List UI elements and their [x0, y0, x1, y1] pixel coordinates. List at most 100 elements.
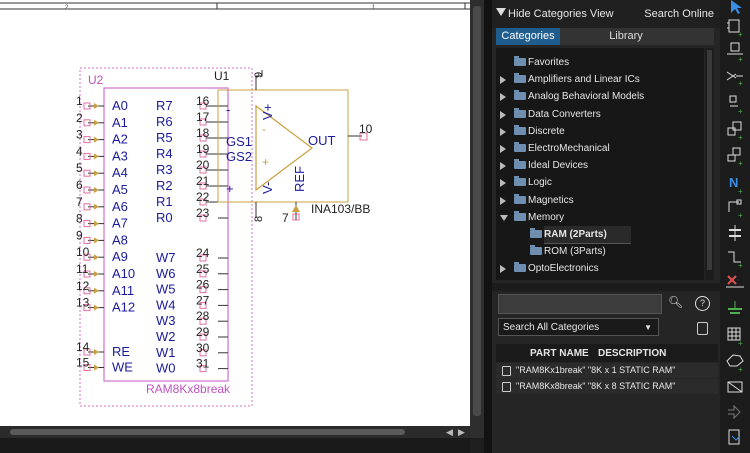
- hide-categories-toggle[interactable]: Hide Categories View: [508, 8, 614, 20]
- tree-item[interactable]: Amplifiers and Linear ICs: [496, 71, 704, 88]
- tree-item[interactable]: Data Converters: [496, 106, 704, 123]
- wire-tool-icon[interactable]: +: [724, 40, 746, 62]
- collapse-triangle-icon[interactable]: [496, 8, 506, 16]
- chevron-down-icon[interactable]: [500, 214, 508, 221]
- u2-pin-number: 2: [76, 111, 83, 125]
- place-part-icon[interactable]: +: [724, 16, 746, 38]
- horizontal-scrollbar[interactable]: ◀ ▶: [0, 426, 470, 438]
- tree-item[interactable]: RAM (2Parts): [496, 226, 704, 244]
- no-connect-icon[interactable]: [724, 272, 746, 294]
- tree-item-label: ElectroMechanical: [528, 143, 610, 154]
- scroll-left-icon[interactable]: ◀: [446, 427, 453, 437]
- hierarchical-block-icon[interactable]: +: [724, 118, 746, 140]
- ground-icon[interactable]: +: [724, 246, 746, 268]
- scroll-right-icon[interactable]: ▶: [458, 427, 465, 437]
- search-icon[interactable]: 🔍︎: [668, 295, 684, 309]
- off-page-connector-icon[interactable]: +: [724, 196, 746, 218]
- scroll-thumb[interactable]: [10, 429, 405, 435]
- power-icon[interactable]: [724, 222, 746, 244]
- export-icon[interactable]: [724, 426, 746, 448]
- u2-pin-number: 22: [196, 190, 210, 204]
- tree-item[interactable]: Ideal Devices: [496, 157, 704, 174]
- u1-opamp-triangle[interactable]: [255, 104, 313, 192]
- help-icon[interactable]: ?: [695, 296, 710, 311]
- tree-item[interactable]: Magnetics: [496, 192, 704, 209]
- u2-pin-number: 12: [76, 279, 90, 293]
- tree-item[interactable]: Analog Behavioral Models: [496, 88, 704, 105]
- tab-library[interactable]: Library: [609, 30, 643, 42]
- bus-tool-icon[interactable]: +: [724, 64, 746, 86]
- u2-pin-terminal: [83, 152, 91, 160]
- rectangle-icon[interactable]: [724, 376, 746, 398]
- u2-pin-name: A6: [112, 199, 128, 214]
- grid-icon[interactable]: +: [724, 324, 746, 346]
- scroll-thumb[interactable]: [473, 6, 481, 416]
- tree-item[interactable]: Discrete: [496, 123, 704, 140]
- tree-item[interactable]: Logic: [496, 174, 704, 191]
- text-icon[interactable]: [724, 400, 746, 422]
- u2-pin-number: 25: [196, 262, 210, 276]
- u2-pin-terminal: [199, 349, 207, 357]
- net-label-icon[interactable]: +: [724, 92, 746, 114]
- tab-categories[interactable]: Categories: [496, 28, 560, 45]
- col-description[interactable]: DESCRIPTION: [598, 348, 667, 359]
- u2-body[interactable]: [103, 87, 229, 382]
- u1-pin-label: +: [226, 181, 234, 196]
- tab-bar: Categories Library: [496, 28, 714, 45]
- chip-icon[interactable]: [697, 322, 708, 335]
- u2-pin-name: R2: [156, 178, 173, 193]
- chevron-right-icon[interactable]: [500, 162, 506, 171]
- u2-pin-terminal: [83, 253, 91, 261]
- search-scope-select[interactable]: Search All Categories ▼: [498, 318, 659, 336]
- hierarchical-port-icon[interactable]: +: [724, 144, 746, 166]
- search-online-link[interactable]: Search Online: [644, 8, 714, 20]
- u2-pin-terminal: [199, 270, 207, 278]
- chevron-right-icon[interactable]: [500, 127, 506, 136]
- vertical-scrollbar[interactable]: [470, 0, 484, 438]
- tree-item[interactable]: ROM (3Parts): [496, 243, 704, 260]
- tree-item[interactable]: Memory: [496, 209, 704, 226]
- scroll-thumb[interactable]: [707, 50, 712, 270]
- tree-item-label: ROM (3Parts): [544, 246, 606, 258]
- u2-pin-number: 6: [76, 178, 83, 192]
- chevron-right-icon[interactable]: [500, 179, 506, 188]
- u2-pin-terminal: [199, 365, 207, 373]
- svg-text:N: N: [729, 175, 738, 190]
- tree-item-label: RAM (2Parts): [544, 226, 631, 244]
- chevron-right-icon[interactable]: [500, 196, 506, 205]
- search-input[interactable]: [498, 294, 662, 314]
- chevron-down-icon: ▼: [644, 323, 652, 332]
- tree-item[interactable]: OptoElectronics: [496, 260, 704, 277]
- tree-item[interactable]: ElectroMechanical: [496, 140, 704, 157]
- panel-splitter[interactable]: [484, 0, 492, 453]
- chevron-right-icon[interactable]: [500, 93, 506, 102]
- chevron-right-icon[interactable]: [500, 110, 506, 119]
- folder-icon: [514, 159, 526, 170]
- tree-item[interactable]: Passive: [496, 278, 704, 280]
- table-row[interactable]: "RAM8Kx8break" "8K x 8 STATIC RAM": [496, 379, 718, 394]
- chevron-right-icon[interactable]: [500, 76, 506, 85]
- u2-bounding-box: [79, 67, 253, 407]
- u2-pin-arrow: [94, 187, 99, 193]
- panel-divider[interactable]: [492, 283, 720, 291]
- status-bar: [0, 438, 470, 453]
- tree-item-label: OptoElectronics: [528, 263, 599, 275]
- col-part-name[interactable]: PART NAME: [530, 348, 589, 359]
- tree-scrollbar[interactable]: [705, 48, 714, 280]
- chevron-right-icon[interactable]: [500, 145, 506, 153]
- u2-pin-name: A1: [112, 115, 128, 130]
- u2-pin-name: R4: [156, 146, 173, 161]
- select-cursor-icon[interactable]: [724, 0, 746, 18]
- chevron-right-icon[interactable]: [500, 265, 506, 274]
- net-alias-icon[interactable]: N+: [724, 172, 746, 194]
- u2-pin-terminal: [83, 136, 91, 144]
- u2-pin-number: 5: [76, 161, 83, 175]
- tree-item[interactable]: Favorites: [496, 54, 704, 71]
- ruler-mark: 1: [372, 5, 376, 11]
- ground-symbol-icon[interactable]: [724, 298, 746, 320]
- polygon-icon[interactable]: +: [724, 350, 746, 372]
- table-row[interactable]: "RAM8Kx1break" "8K x 1 STATIC RAM": [496, 363, 718, 378]
